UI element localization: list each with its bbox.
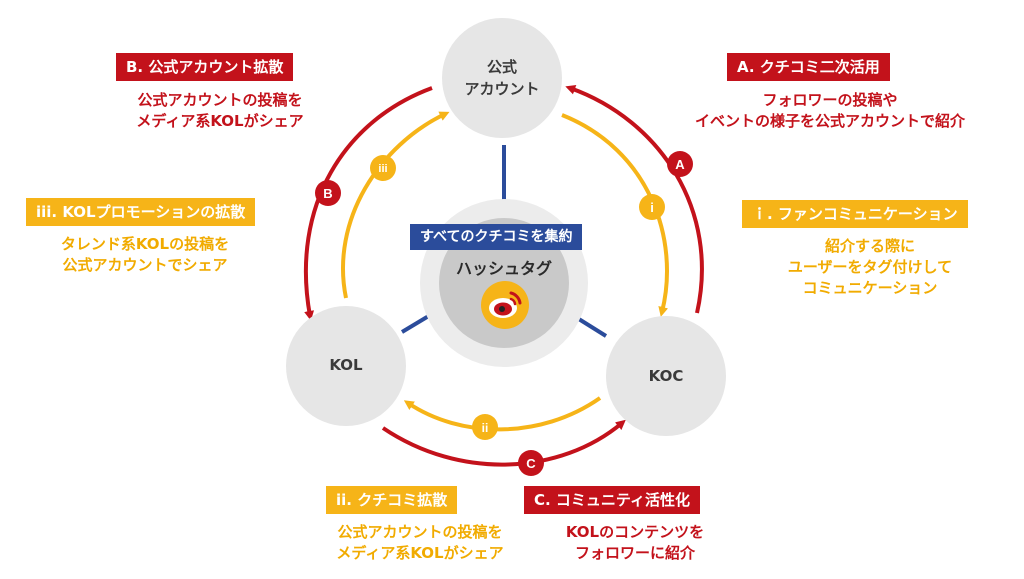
desc-c: KOLのコンテンツを フォロワーに紹介 — [520, 522, 750, 564]
node-koc-label: KOC — [648, 367, 684, 385]
desc-b: 公式アカウントの投稿を メディア系KOLがシェア — [100, 90, 340, 132]
desc-ii-line-2: メディア系KOLがシェア — [336, 544, 504, 562]
arrow-ii-koc-to-kol — [403, 396, 602, 432]
desc-a: フォロワーの投稿や イベントの様子を公式アカウントで紹介 — [680, 90, 980, 132]
center-tag: すべてのクチコミを集約 — [410, 224, 583, 250]
tag-iii: iii. KOLプロモーションの拡散 — [26, 198, 256, 226]
node-official-account — [442, 18, 562, 138]
arrow-iii-kol-to-official — [340, 111, 450, 299]
marker-a: A — [667, 151, 693, 177]
desc-i-line-3: コミュニケーション — [802, 279, 938, 297]
official-label-line-1: 公式 — [486, 58, 517, 76]
svg-text:ii: ii — [482, 421, 489, 435]
marker-i: i — [639, 194, 665, 220]
arrow-c-kol-to-koc — [381, 419, 626, 467]
node-koc — [606, 316, 726, 436]
desc-ii: 公式アカウントの投稿を メディア系KOLがシェア — [300, 522, 540, 564]
svg-text:i: i — [650, 200, 654, 215]
desc-iii-line-1: タレンド系KOLの投稿を — [60, 235, 230, 253]
svg-text:A: A — [675, 157, 685, 172]
arrow-b-official-to-kol — [304, 86, 433, 321]
marker-iii: iii — [370, 155, 396, 181]
desc-i-line-1: 紹介する際に — [824, 237, 915, 255]
svg-text:iii: iii — [378, 163, 387, 175]
desc-b-line-1: 公式アカウントの投稿を — [137, 91, 303, 109]
weibo-logo-icon — [481, 281, 529, 329]
marker-c: C — [518, 450, 544, 476]
desc-c-line-2: フォロワーに紹介 — [574, 544, 695, 562]
tag-b: B. 公式アカウント拡散 — [116, 53, 294, 81]
node-kol-label: KOL — [329, 356, 363, 374]
desc-iii: タレンド系KOLの投稿を 公式アカウントでシェア — [30, 234, 260, 276]
official-label-line-2: アカウント — [464, 80, 540, 98]
tag-a: A. クチコミ二次活用 — [727, 53, 890, 81]
center-label: ハッシュタグ — [455, 259, 552, 278]
desc-i-line-2: ユーザーをタグ付けして — [787, 258, 953, 276]
marker-ii: ii — [472, 414, 498, 440]
svg-text:B: B — [323, 186, 332, 201]
desc-c-line-1: KOLのコンテンツを — [565, 523, 705, 541]
tag-i: ｉ. ファンコミュニケーション — [742, 200, 968, 228]
desc-ii-line-1: 公式アカウントの投稿を — [337, 523, 503, 541]
tag-c: C. コミュニティ活性化 — [524, 486, 701, 514]
node-kol — [286, 306, 406, 426]
tag-ii: ii. クチコミ拡散 — [326, 486, 458, 514]
node-official-label: 公式 アカウント — [452, 56, 552, 100]
desc-b-line-2: メディア系KOLがシェア — [136, 112, 304, 130]
svg-text:C: C — [526, 456, 536, 471]
desc-iii-line-2: 公式アカウントでシェア — [62, 256, 228, 274]
desc-a-line-1: フォロワーの投稿や — [762, 91, 898, 109]
desc-a-line-2: イベントの様子を公式アカウントで紹介 — [694, 112, 965, 130]
marker-b: B — [315, 180, 341, 206]
desc-i: 紹介する際に ユーザーをタグ付けして コミュニケーション — [750, 236, 990, 299]
